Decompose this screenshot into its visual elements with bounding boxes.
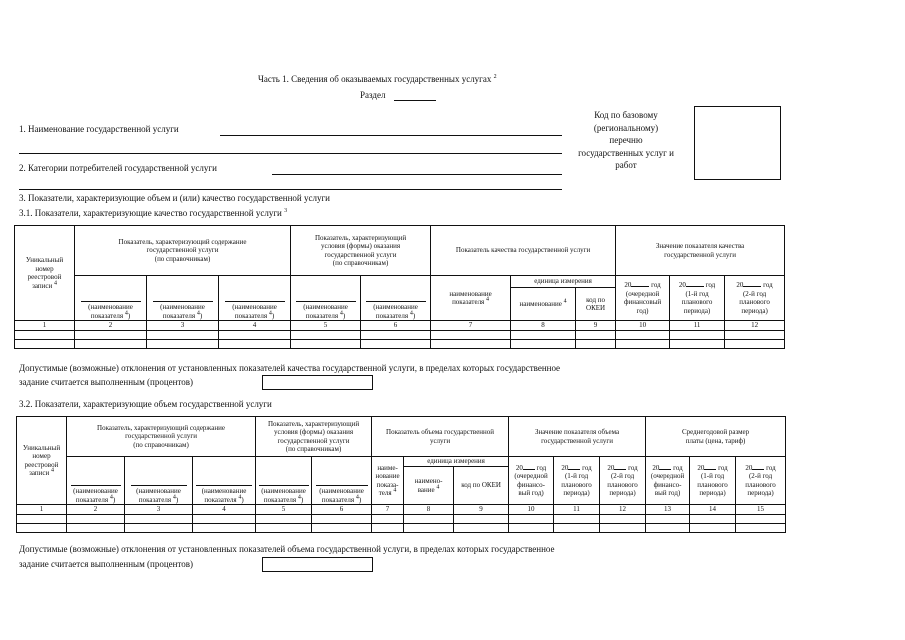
code-box[interactable] (694, 106, 781, 180)
consumers-label: 2. Категории потребителей государственно… (19, 163, 217, 173)
section32-title: 3.2. Показатели, характеризующие объем г… (19, 399, 272, 409)
okei-header-2: код по ОКЕИ (453, 466, 510, 505)
code-label: Код по базовому (региональному) перечню … (578, 110, 674, 170)
quality-indicator-header: Показатель качества государственной услу… (430, 225, 617, 276)
table-row[interactable] (14, 339, 786, 349)
table-row[interactable] (14, 330, 786, 340)
unit-name-header: наименование 4 (510, 287, 577, 321)
section3-title: 3. Показатели, характеризующие объем и (… (19, 193, 330, 203)
service-name-field-line2[interactable] (19, 153, 562, 154)
deviation1-line2: задание считается выполненным (процентов… (19, 377, 194, 387)
deviation2-line2: задание считается выполненным (процентов… (19, 559, 194, 569)
table-row[interactable] (16, 514, 787, 524)
unit-name-header-2: наимено-вание 4 (403, 466, 455, 505)
unit-header: единица измерения (510, 275, 617, 288)
table-row[interactable] (16, 523, 787, 533)
service-name-label: 1. Наименование государственной услуги (19, 124, 179, 134)
part-title: Часть 1. Сведения об оказываемых государ… (258, 74, 497, 84)
deviation2-line1: Допустимые (возможные) отклонения от уст… (19, 544, 555, 554)
section-number-field[interactable] (394, 100, 436, 101)
consumers-field[interactable] (272, 174, 562, 175)
deviation1-line1: Допустимые (возможные) отклонения от уст… (19, 363, 561, 373)
service-name-field[interactable] (220, 135, 562, 136)
indicator-name-header-2: наиме-нование показа-теля 4 (371, 456, 405, 505)
unit-header-2: единица измерения (403, 456, 510, 467)
section-label: Раздел (360, 90, 386, 100)
section31-title: 3.1. Показатели, характеризующие качеств… (19, 208, 288, 218)
deviation2-percent-field[interactable] (262, 557, 373, 572)
deviation1-percent-field[interactable] (262, 375, 373, 390)
consumers-field-line2[interactable] (19, 189, 562, 190)
